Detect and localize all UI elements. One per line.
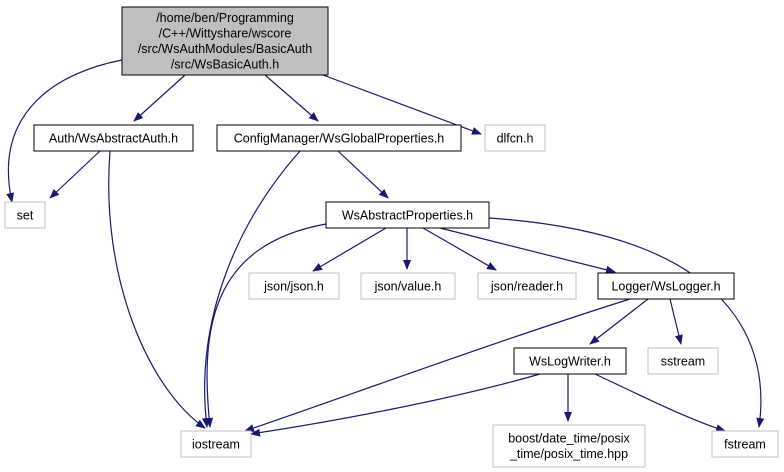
edge-abstract-properties-to-json-reader: [422, 227, 497, 271]
edge-global-properties-to-abstract-properties: [337, 150, 389, 199]
node-label-logger-line-0: Logger/WsLogger.h: [611, 279, 720, 293]
node-dlfcn: dlfcn.h: [484, 124, 546, 152]
node-abstract-auth[interactable]: Auth/WsAbstractAuth.h: [33, 124, 194, 152]
node-logwriter[interactable]: WsLogWriter.h: [513, 347, 627, 375]
node-box-global-properties: [216, 124, 462, 152]
node-label-dlfcn-line-0: dlfcn.h: [497, 131, 534, 145]
node-label-json-json-line-0: json/json.h: [263, 279, 324, 293]
node-root: /home/ben/Programming/C++/Wittyshare/wsc…: [121, 6, 329, 76]
node-label-root-line-1: /C++/Wittyshare/wscore: [159, 27, 292, 41]
edge-abstract-properties-to-fstream: [488, 217, 765, 428]
node-box-abstract-auth: [33, 124, 194, 152]
node-label-root-line-0: /home/ben/Programming: [156, 11, 294, 25]
node-label-posix-time-line-0: boost/date_time/posix: [508, 432, 630, 446]
node-label-json-reader-line-0: json/reader.h: [490, 279, 563, 293]
edge-root-to-global-properties: [264, 74, 319, 122]
node-set: set: [4, 201, 46, 229]
node-label-abstract-properties-line-0: WsAbstractProperties.h: [342, 208, 473, 222]
node-box-json-value: [360, 272, 456, 300]
edge-root-to-set: [6, 59, 123, 203]
node-box-sstream: [647, 347, 719, 375]
node-box-json-reader: [477, 272, 577, 300]
edge-root-to-dlfcn: [322, 74, 482, 135]
node-json-value: json/value.h: [360, 272, 456, 300]
node-posix-time: boost/date_time/posix_time/posix_time.hp…: [492, 424, 646, 468]
node-label-root-line-3: /src/WsBasicAuth.h: [171, 58, 279, 72]
edge-abstract-auth-to-set: [49, 150, 101, 199]
node-box-iostream: [180, 430, 252, 458]
node-box-logger: [597, 272, 735, 300]
node-box-root: [121, 6, 329, 76]
edge-global-properties-to-iostream: [201, 150, 301, 428]
node-global-properties[interactable]: ConfigManager/WsGlobalProperties.h: [216, 124, 462, 152]
node-label-fstream-line-0: fstream: [724, 437, 766, 451]
node-label-global-properties-line-0: ConfigManager/WsGlobalProperties.h: [234, 131, 445, 145]
edge-abstract-auth-to-iostream: [108, 150, 206, 429]
node-box-logwriter: [513, 347, 627, 375]
node-box-fstream: [711, 430, 779, 458]
edge-logwriter-to-fstream: [594, 373, 726, 433]
edge-root-to-abstract-auth: [133, 74, 186, 122]
edge-logger-to-sstream: [669, 298, 683, 345]
node-fstream: fstream: [711, 430, 779, 458]
node-logger[interactable]: Logger/WsLogger.h: [597, 272, 735, 300]
edge-abstract-properties-to-logger: [439, 227, 616, 274]
node-box-posix-time: [492, 424, 646, 468]
node-label-abstract-auth-line-0: Auth/WsAbstractAuth.h: [49, 131, 178, 145]
edge-logwriter-to-iostream: [250, 373, 541, 437]
node-label-iostream-line-0: iostream: [192, 437, 240, 451]
node-box-set: [4, 201, 46, 229]
node-json-reader: json/reader.h: [477, 272, 577, 300]
edge-abstract-properties-to-json-json: [312, 227, 387, 272]
node-json-json: json/json.h: [248, 272, 340, 300]
node-label-json-value-line-0: json/value.h: [374, 279, 442, 293]
node-box-dlfcn: [484, 124, 546, 152]
node-label-posix-time-line-1: _time/posix_time.hpp: [509, 447, 628, 461]
node-iostream: iostream: [180, 430, 252, 458]
node-label-logwriter-line-0: WsLogWriter.h: [529, 354, 611, 368]
node-abstract-properties[interactable]: WsAbstractProperties.h: [325, 201, 490, 229]
edge-logger-to-iostream: [244, 298, 631, 432]
edge-abstract-properties-to-iostream: [205, 223, 327, 428]
node-label-root-line-2: /src/WsAuthModules/BasicAuth: [138, 42, 312, 56]
edge-logger-to-logwriter: [589, 298, 649, 345]
node-label-set-line-0: set: [17, 208, 34, 222]
node-box-json-json: [248, 272, 340, 300]
node-sstream: sstream: [647, 347, 719, 375]
node-box-abstract-properties: [325, 201, 490, 229]
node-label-sstream-line-0: sstream: [661, 354, 705, 368]
